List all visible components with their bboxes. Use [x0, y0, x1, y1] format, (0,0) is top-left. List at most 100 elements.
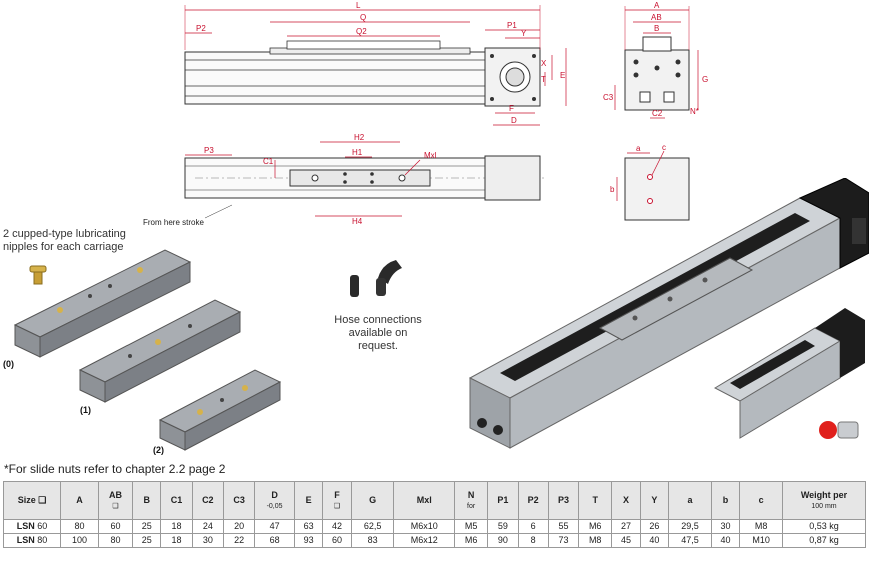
variant-label-1: (1) [80, 405, 91, 415]
table-cell: M6x12 [393, 533, 456, 548]
dim-label-Mxl: Mxl [424, 151, 437, 160]
table-cell: 25 [131, 533, 162, 548]
table-cell: M8 [739, 519, 783, 534]
table-cell: 42 [322, 519, 352, 534]
table-cell: 83 [350, 533, 395, 548]
table-cell: 47,5 [668, 533, 712, 548]
column-header: b [710, 481, 741, 520]
technical-drawings: L Q Q2 P2 P1 Y F D X T E A AB B G C3 C2 … [143, 1, 708, 227]
table-cell: 30 [191, 533, 224, 548]
table-cell: M6x10 [393, 519, 456, 534]
carriage-variant-0 [13, 249, 192, 358]
table-cell: 73 [547, 533, 580, 548]
column-header: P2 [517, 481, 549, 520]
dim-label-C2: C2 [652, 109, 663, 118]
end-view-drawing: A AB B G C3 C2 N* [603, 1, 708, 119]
table-cell: 68 [254, 533, 295, 548]
dim-label-N: N* [690, 107, 699, 116]
column-header: A [60, 481, 99, 520]
linear-axis-render [468, 178, 869, 449]
table-cell: 40 [710, 533, 741, 548]
table-cell: 40 [639, 533, 670, 548]
dim-label-C3: C3 [603, 93, 614, 102]
column-header: E [293, 481, 324, 520]
coupling-icon [819, 421, 859, 439]
brass-nipple-icon [29, 265, 47, 285]
dim-label-H4: H4 [352, 217, 363, 226]
footnote: *For slide nuts refer to chapter 2.2 pag… [4, 462, 226, 476]
bottom-view-drawing: P3 H2 H1 H4 C1 Mxl From here stroke [143, 133, 545, 227]
variant-label-2: (2) [153, 445, 164, 455]
dim-label-L: L [356, 1, 361, 10]
size-cell: LSN 80 [3, 533, 61, 548]
column-header: T [578, 481, 613, 520]
column-header: C1 [160, 481, 193, 520]
dim-label-H2: H2 [354, 133, 365, 142]
table-cell: 60 [97, 519, 134, 534]
size-cell: LSN 60 [3, 519, 61, 534]
column-header: Y [639, 481, 670, 520]
table-cell: 80 [97, 533, 134, 548]
hose-callout: Hose connections available on request. [334, 314, 422, 352]
dim-label-H1: H1 [352, 148, 363, 157]
dim-label-b: b [610, 185, 615, 194]
dim-label-B: B [654, 24, 659, 33]
column-header: a [668, 481, 712, 520]
column-header: D-0,05 [254, 481, 295, 520]
table-cell: 60 [322, 533, 352, 548]
table-cell: M6 [578, 519, 613, 534]
column-header: Mxl [393, 481, 456, 520]
table-cell: 29,5 [668, 519, 712, 534]
column-header: P3 [547, 481, 580, 520]
table-cell: M8 [578, 533, 613, 548]
dim-label-E: E [560, 71, 565, 80]
dim-label-Q: Q [360, 13, 366, 22]
table-cell: 100 [60, 533, 99, 548]
column-header: G [350, 481, 395, 520]
column-header: F❑ [322, 481, 352, 520]
dim-label-P2: P2 [196, 24, 206, 33]
table-cell: 18 [160, 533, 193, 548]
column-header: X [611, 481, 641, 520]
table-cell: 22 [222, 533, 256, 548]
dim-label-P1: P1 [507, 21, 517, 30]
column-header: B [131, 481, 162, 520]
table-cell: 30 [710, 519, 741, 534]
dim-label-a: a [636, 144, 641, 153]
table-cell: 45 [611, 533, 641, 548]
column-header: P1 [487, 481, 519, 520]
column-header: Size ❑ [3, 481, 61, 520]
table-cell: 63 [293, 519, 324, 534]
table-cell: 6 [517, 519, 549, 534]
table-cell: 55 [547, 519, 580, 534]
table-cell: M5 [454, 519, 489, 534]
dim-label-G: G [702, 75, 708, 84]
dim-label-D: D [511, 116, 517, 125]
table-cell: 20 [222, 519, 256, 534]
column-header: C3 [222, 481, 256, 520]
stroke-note: From here stroke [143, 218, 204, 227]
hose-connection-icon [350, 260, 402, 297]
table-cell: 93 [293, 533, 324, 548]
column-header: AB❑ [97, 481, 134, 520]
column-header: C2 [191, 481, 224, 520]
table-cell: M6 [454, 533, 489, 548]
table-cell: 26 [639, 519, 670, 534]
table-cell: 25 [131, 519, 162, 534]
table-cell: 18 [160, 519, 193, 534]
table-cell: 8 [517, 533, 549, 548]
top-view-drawing: L Q Q2 P2 P1 Y F D X T E [184, 1, 567, 126]
carriage-variant-1 [78, 299, 242, 403]
carriage-illustrations [13, 249, 402, 451]
carriage-variant-2 [158, 369, 282, 451]
dim-label-P3: P3 [204, 146, 214, 155]
table-cell: 0,53 kg [782, 519, 866, 534]
table-cell: 47 [254, 519, 295, 534]
dim-label-C1: C1 [263, 157, 274, 166]
table-cell: M10 [739, 533, 783, 548]
table-cell: 24 [191, 519, 224, 534]
